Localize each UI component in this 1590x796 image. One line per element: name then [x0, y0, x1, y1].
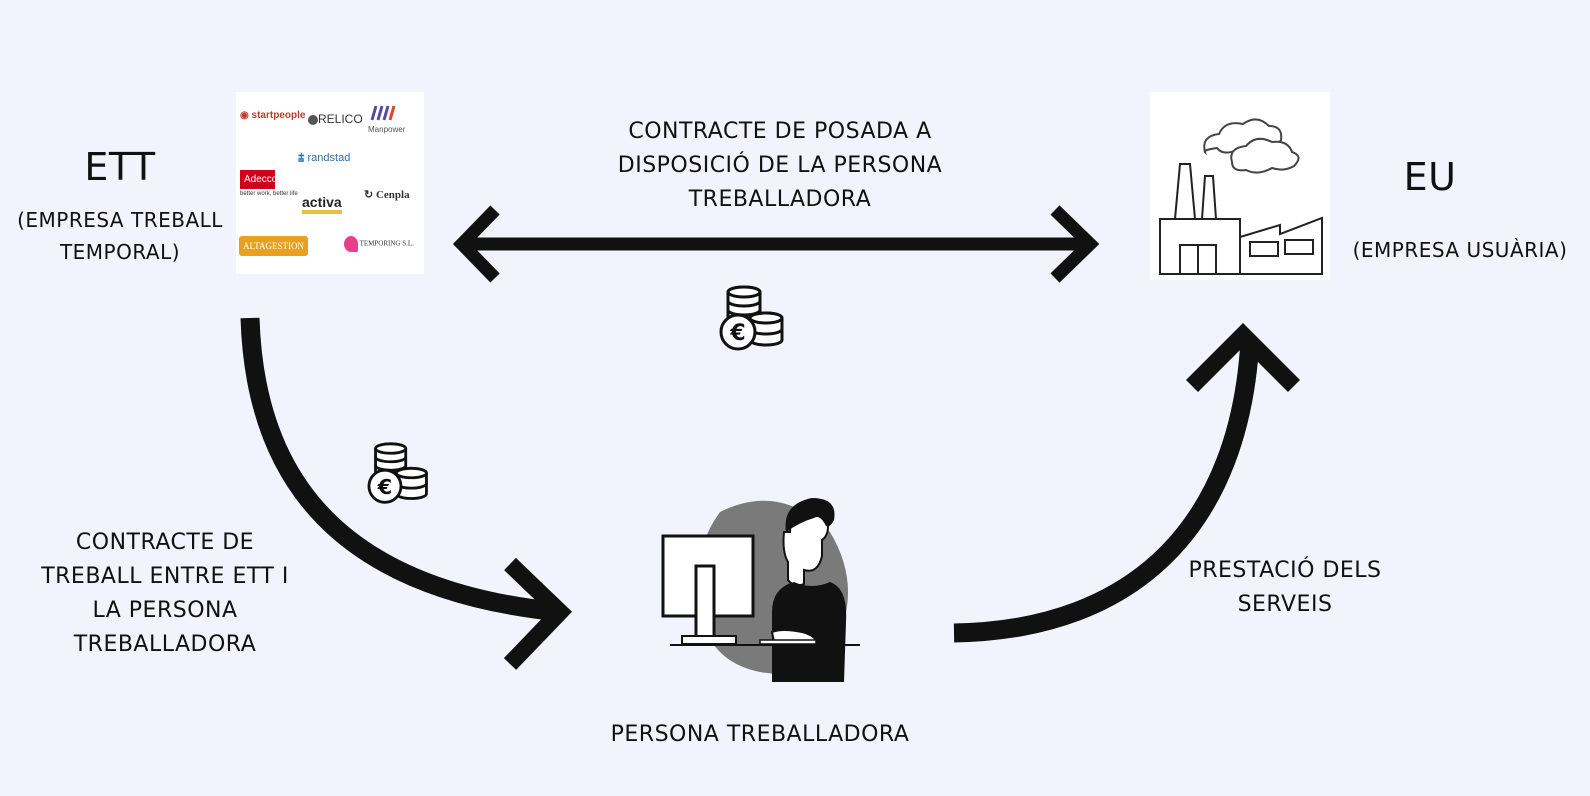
ett-worker-contract-label: CONTRACTE DE TREBALL ENTRE ETT I LA PERS… [20, 526, 310, 662]
svg-text:€: € [377, 475, 392, 499]
logo-altagestion: ALTAGESTION [239, 236, 308, 256]
label-line: TREBALLADORA [688, 187, 872, 212]
logo-activa: activa [302, 194, 342, 214]
label-line: PRESTACIÓ DELS [1188, 558, 1382, 583]
ett-eu-bidirectional-arrow [452, 205, 1100, 283]
label-line: CONTRACTE DE POSADA A [628, 119, 932, 144]
manpower-bars-icon [370, 105, 396, 121]
euro-coins-icon: € [719, 285, 784, 351]
ett-eu-contract-label: CONTRACTE DE POSADA A DISPOSICIÓ DE LA P… [570, 115, 990, 217]
eu-subtitle: (EMPRESA USUÀRIA) [1352, 238, 1568, 262]
eu-title: EU [1403, 155, 1457, 199]
label-line: SERVEIS [1237, 592, 1333, 617]
logo-randstad: ⩲ randstad [298, 152, 351, 164]
logo-startpeople: ◉ startpeople [240, 110, 306, 121]
logo-cenpla: ↻ Cenpla [364, 189, 410, 201]
ett-title: ETT [84, 145, 156, 189]
euro-coins-icon: € [367, 442, 428, 504]
factory-icon [1159, 118, 1323, 275]
worker-at-computer-icon [661, 498, 860, 682]
eu-factory-image [1150, 92, 1330, 280]
svg-text:€: € [729, 321, 745, 346]
logo-adecco: Adecco better work, better life [240, 170, 298, 197]
label-line: TREBALLADORA [73, 632, 257, 657]
ett-company-logos: ◉ startpeople RELICO Manpower ⩲ randstad… [236, 92, 424, 274]
ett-subtitle: (EMPRESA TREBALL TEMPORAL) [10, 204, 230, 268]
ett-to-worker-arrow [240, 317, 573, 670]
worker-to-eu-arrow [953, 322, 1301, 643]
logo-manpower: Manpower [368, 102, 405, 134]
logo-temporing: TEMPORING S.L. [344, 236, 414, 252]
label-line: DISPOSICIÓ DE LA PERSONA [617, 153, 943, 178]
label-line: LA PERSONA [92, 598, 238, 623]
label-line: TREBALL ENTRE ETT I [41, 564, 289, 589]
worker-title: PERSONA TREBALLADORA [610, 722, 910, 747]
logo-relico: RELICO [308, 112, 363, 126]
worker-eu-services-label: PRESTACIÓ DELS SERVEIS [1170, 554, 1400, 622]
label-line: CONTRACTE DE [75, 530, 255, 555]
ett-subtitle-line: TEMPORAL) [59, 240, 181, 264]
ett-subtitle-line: (EMPRESA TREBALL [17, 208, 223, 232]
